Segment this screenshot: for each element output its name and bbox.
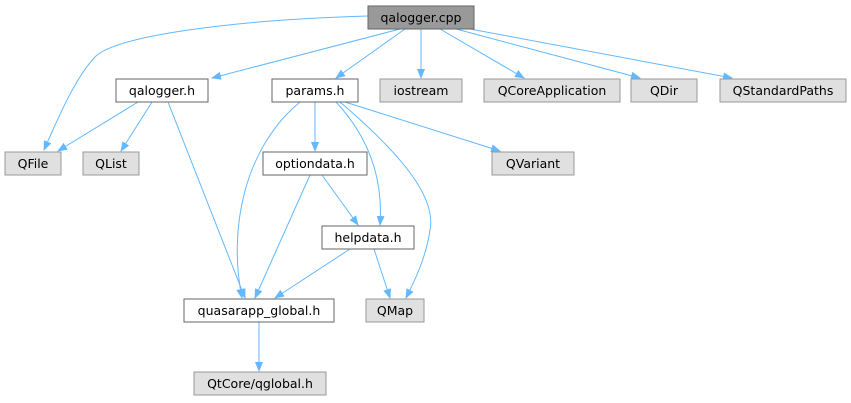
node-qcoreapplication[interactable]: QCoreApplication [483,78,621,103]
node-params-h[interactable]: params.h [271,78,359,103]
node-label-qalogger-cpp: qalogger.cpp [381,10,462,25]
edge-qalogger-h-to-quasarapp-global-h [167,101,246,299]
edge-qalogger-cpp-to-params-h [335,28,406,79]
node-quasarapp-global-h[interactable]: quasarapp_global.h [183,298,335,323]
edge-qalogger-h-to-qlist [120,101,153,152]
edge-helpdata-h-to-quasarapp-global-h [274,248,351,299]
node-label-qmap: QMap [377,303,413,318]
node-label-iostream: iostream [394,83,449,98]
node-qdir[interactable]: QDir [630,78,698,103]
node-qstandardpaths[interactable]: QStandardPaths [719,78,847,103]
node-label-qvariant: QVariant [506,156,560,171]
node-qvariant[interactable]: QVariant [491,151,575,176]
node-optiondata-h[interactable]: optiondata.h [262,151,368,176]
node-iostream[interactable]: iostream [379,78,463,103]
edge-params-h-to-qvariant [344,101,501,153]
node-label-qstandardpaths: QStandardPaths [733,83,834,98]
node-label-params-h: params.h [286,83,345,98]
edge-qalogger-cpp-to-qcoreapplication [439,28,525,79]
node-label-qtcore-qglobal-h: QtCore/qglobal.h [207,376,313,391]
node-label-qalogger-h: qalogger.h [129,83,195,98]
dependency-edges [43,15,733,372]
edge-params-h-to-qmap [339,101,432,299]
node-qmap[interactable]: QMap [365,298,425,323]
node-label-optiondata-h: optiondata.h [275,156,355,171]
edge-params-h-to-helpdata-h [335,101,385,226]
node-qalogger-cpp[interactable]: qalogger.cpp [367,5,475,30]
edge-optiondata-h-to-helpdata-h [321,174,359,226]
edge-qalogger-cpp-to-qalogger-h [211,28,401,80]
node-label-qcoreapplication: QCoreApplication [498,83,607,98]
node-label-qfile: QFile [18,156,49,171]
edge-qalogger-cpp-to-qdir [455,28,641,80]
node-qlist[interactable]: QList [82,151,140,176]
edge-qalogger-cpp-to-qstandardpaths [469,28,733,81]
edge-optiondata-h-to-quasarapp-global-h [254,174,311,299]
edge-helpdata-h-to-qmap [373,248,392,299]
node-label-qdir: QDir [650,83,679,98]
edge-qalogger-h-to-qfile [57,101,139,152]
node-label-quasarapp-global-h: quasarapp_global.h [198,303,321,318]
node-label-qlist: QList [95,156,127,171]
edge-params-h-to-quasarapp-global-h [236,101,301,299]
node-qfile[interactable]: QFile [4,151,62,176]
node-qtcore-qglobal-h[interactable]: QtCore/qglobal.h [193,371,327,396]
node-label-helpdata-h: helpdata.h [334,230,401,245]
edge-qalogger-cpp-to-qfile [43,15,369,151]
node-qalogger-h[interactable]: qalogger.h [115,78,209,103]
node-helpdata-h[interactable]: helpdata.h [321,225,415,250]
